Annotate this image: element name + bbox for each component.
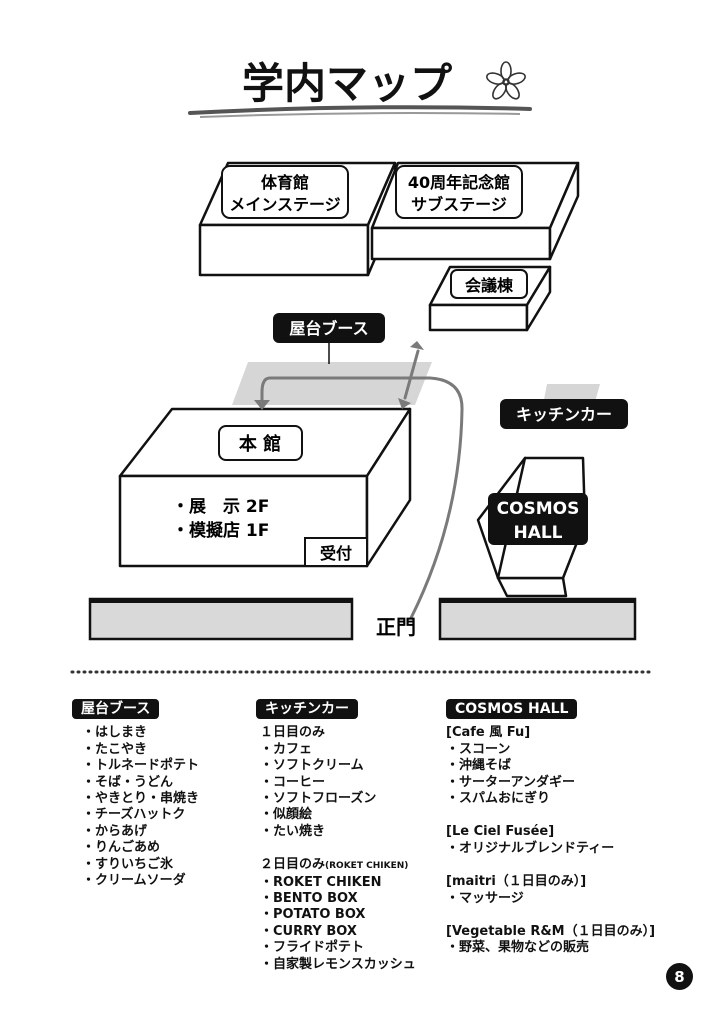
hall40-label-box xyxy=(395,165,523,219)
gym-label-box xyxy=(221,165,349,219)
day2-heading-row: ２日目のみ(ROKET CHIKEN) xyxy=(260,857,436,874)
list-item: ・スコーン xyxy=(446,741,511,757)
list-item: ・たこやき xyxy=(82,741,148,757)
gym-label: 体育館 xyxy=(261,173,309,192)
route-arrow xyxy=(260,349,464,620)
page-title: 学内マップ xyxy=(242,59,452,108)
list-item: ・やきとり・串焼き xyxy=(82,791,200,807)
legend-cosmos: COSMOS HALL [Cafe 風 Fu] ・スコーン ・沖縄そば ・サータ… xyxy=(446,699,676,957)
yatai-badge xyxy=(273,313,385,343)
reception-box xyxy=(304,537,368,567)
list-item: ・サーターアンダギー xyxy=(446,774,575,790)
cosmos-badge-line2: HALL xyxy=(513,523,562,543)
day2-heading: ２日目のみ xyxy=(260,857,326,873)
list-item: ・POTATO BOX xyxy=(260,907,366,923)
list-item: ・はしまき xyxy=(82,725,148,741)
hall40-label: 40周年記念館 xyxy=(408,173,510,192)
yatai-zone xyxy=(232,362,432,405)
list-item: ・カフェ xyxy=(260,741,313,757)
list-item: ・チーズハットク xyxy=(82,807,186,823)
day2-note: (ROKET CHIKEN) xyxy=(325,861,409,872)
legend-cosmos-title: COSMOS HALL xyxy=(446,699,578,720)
legend-kitchen-title: キッチンカー xyxy=(256,699,358,720)
front-wall-right xyxy=(438,597,637,641)
reception-label: 受付 xyxy=(320,544,352,563)
front-wall-left xyxy=(88,597,354,641)
list-item: ・沖縄そば xyxy=(446,758,512,774)
day1-heading: １日目のみ xyxy=(260,725,326,741)
list-item: ・CURRY BOX xyxy=(260,923,357,939)
list-item: ・フライドポテト xyxy=(260,940,365,956)
group-heading: [Cafe 風 Fu] xyxy=(446,725,531,741)
gym-sublabel: メインステージ xyxy=(229,195,340,214)
list-item: ・クリームソーダ xyxy=(82,873,186,889)
council-label: 会議棟 xyxy=(465,276,514,295)
list-item: ・トルネードポテト xyxy=(82,758,200,774)
group-heading: [Le Ciel Fusée] xyxy=(446,824,555,840)
yatai-badge-label: 屋台ブース xyxy=(289,319,368,338)
list-item: ・そば・うどん xyxy=(82,774,174,790)
arrow-head-left xyxy=(254,400,270,410)
list-item: ・野菜、果物などの販売 xyxy=(446,940,590,956)
hall40-sublabel: サブステージ xyxy=(411,195,507,214)
cosmos-badge-line1: COSMOS xyxy=(497,499,580,519)
council-label-box xyxy=(450,269,528,299)
list-item: ・ROKET CHIKEN xyxy=(260,874,382,890)
list-item: ・自家製レモンスカッシュ xyxy=(260,956,416,972)
group-heading: [Vegetable R&M（１日目のみ）] xyxy=(446,924,656,940)
list-item: ・すりいちご氷 xyxy=(82,856,174,872)
cosmos-badge xyxy=(488,493,588,545)
legend-yatai: 屋台ブース ・はしまき ・たこやき ・トルネードポテト ・そば・うどん ・やきと… xyxy=(72,699,242,889)
main-floor-exhibit: ・展 示 2F xyxy=(172,497,269,517)
list-item: ・BENTO BOX xyxy=(260,891,358,907)
list-item: ・ソフトフローズン xyxy=(260,791,377,807)
legend-yatai-title: 屋台ブース xyxy=(72,699,160,720)
kitchen-badge xyxy=(500,399,628,429)
list-item: ・ソフトクリーム xyxy=(260,758,364,774)
list-item: ・たい焼き xyxy=(260,823,326,839)
page-number: 8 xyxy=(666,963,693,990)
list-item: ・マッサージ xyxy=(446,890,524,906)
flower-icon xyxy=(486,61,526,100)
title-underline xyxy=(188,105,532,115)
legend-kitchen: キッチンカー １日目のみ ・カフェ ・ソフトクリーム ・コーヒー ・ソフトフロー… xyxy=(256,699,436,973)
main-gate-label: 正門 xyxy=(376,615,416,639)
list-item: ・オリジナルブレンドティー xyxy=(446,840,615,856)
main-floor-stalls: ・模擬店 1F xyxy=(172,520,269,541)
list-item: ・からあげ xyxy=(82,823,148,839)
main-label: 本 館 xyxy=(239,433,281,455)
group-heading: [maitri（１日目のみ）] xyxy=(446,874,587,890)
list-item: ・コーヒー xyxy=(260,774,326,790)
kitchen-badge-label: キッチンカー xyxy=(516,405,612,424)
main-label-box xyxy=(218,425,303,461)
list-item: ・りんごあめ xyxy=(82,840,161,856)
arrow-head-up xyxy=(410,341,424,350)
arrow-head-down xyxy=(398,398,411,409)
list-item: ・スパムおにぎり xyxy=(446,791,551,807)
list-item: ・似顔絵 xyxy=(260,807,313,823)
